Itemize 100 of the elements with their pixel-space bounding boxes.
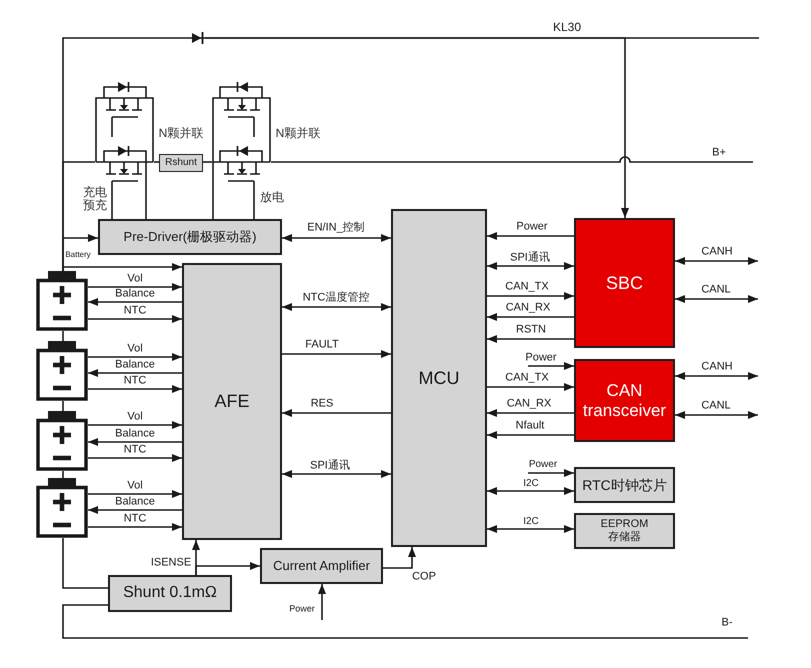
arrow [487, 335, 574, 343]
arrow [487, 487, 574, 495]
edge-label: NTC [124, 306, 146, 316]
arrow [318, 584, 326, 620]
arrow [88, 369, 182, 377]
arrow [675, 257, 758, 265]
edge-label: EN/IN_控制 [307, 222, 365, 234]
component-box: Current Amplifier [260, 548, 383, 584]
wire-line [62, 471, 64, 478]
edge-label: CAN_TX [505, 282, 549, 292]
battery-icon [36, 478, 88, 538]
edge-label: Balance [115, 428, 155, 440]
edge-label: CAN_TX [505, 372, 549, 384]
component-box: Shunt 0.1mΩ [108, 575, 232, 612]
component-box: EEPROM 存储器 [574, 513, 675, 549]
note-text: N颗并联 [158, 127, 204, 139]
arrow [88, 298, 182, 306]
wire-line [62, 538, 108, 589]
edge-label: SPI通讯 [310, 460, 350, 472]
arrow [62, 263, 182, 271]
arrow [675, 295, 758, 303]
arrow [88, 454, 182, 462]
edge-label: CAN_RX [506, 302, 550, 314]
arrow [88, 506, 182, 514]
edge-label: Balance [115, 288, 155, 300]
edge-label: SPI通讯 [510, 252, 550, 264]
edge-label: Power [525, 352, 557, 364]
diode-icon [191, 31, 205, 45]
wire-line [62, 401, 64, 411]
edge-label: B+ [712, 148, 726, 158]
edge-label: CANH [701, 246, 733, 258]
arrow [528, 469, 574, 477]
edge-label: Vol [127, 344, 143, 354]
battery-icon [36, 411, 88, 471]
edge-label: Balance [115, 496, 155, 508]
edge-label: RSTN [516, 324, 546, 336]
arrow [88, 385, 182, 393]
edge-label: KL30 [552, 21, 582, 33]
wire-line [271, 156, 753, 163]
arrow [88, 523, 182, 531]
arrow [383, 547, 416, 569]
arrow [282, 234, 391, 242]
wire-line [62, 37, 191, 271]
edge-label: I2C [523, 517, 539, 527]
arrow [487, 525, 574, 533]
wire-line [145, 186, 147, 219]
arrow [88, 421, 182, 429]
battery-icon [36, 341, 88, 401]
note-text: 放电 [260, 191, 284, 203]
edge-label: Power [289, 604, 315, 614]
wire-line [154, 161, 159, 163]
edge-label: B- [722, 618, 732, 628]
edge-label: CANL [701, 284, 731, 296]
wire-line [205, 37, 759, 39]
edge-label: NTC [124, 444, 146, 456]
arrow [487, 383, 574, 391]
edge-label: COP [412, 572, 436, 582]
mosfet-icon [95, 80, 154, 186]
arrow [282, 409, 391, 417]
arrow [487, 313, 574, 321]
note-text: 充电预充 [82, 186, 108, 212]
edge-label: I2C [523, 479, 539, 489]
resistor-box: Rshunt [159, 154, 203, 172]
arrow [88, 315, 182, 323]
note-text: N颗并联 [276, 127, 320, 139]
arrow [675, 411, 758, 419]
component-box: AFE [182, 263, 282, 540]
arrow [528, 362, 574, 370]
edge-label: Power [528, 460, 558, 470]
edge-label: NTC [124, 514, 146, 524]
wire-line [253, 186, 255, 219]
edge-label: RES [310, 398, 334, 410]
arrow [88, 490, 182, 498]
component-box: MCU [391, 209, 487, 547]
mosfet-icon [212, 80, 271, 186]
edge-label: CAN_RX [506, 398, 552, 410]
edge-label: CANL [701, 400, 731, 412]
arrow [195, 562, 260, 575]
component-box: RTC时钟芯片 [574, 467, 675, 503]
arrow [88, 283, 182, 291]
edge-label: ISENSE [150, 558, 192, 568]
edge-label: Battery [65, 251, 91, 259]
edge-label: Vol [127, 480, 143, 492]
arrow [487, 232, 574, 240]
arrow [675, 372, 758, 380]
arrow [487, 292, 574, 300]
wire-line [62, 331, 64, 341]
arrow [282, 303, 391, 311]
component-box: SBC [574, 218, 675, 348]
battery-icon [36, 271, 88, 331]
edge-label: Vol [127, 274, 143, 284]
edge-label: Vol [127, 412, 143, 422]
wire-line [212, 186, 214, 219]
component-box: Pre-Driver(栅极驱动器) [98, 219, 282, 255]
arrow [88, 438, 182, 446]
arrow [282, 470, 391, 478]
edge-label: FAULT [305, 340, 339, 350]
arrow [88, 353, 182, 361]
wire-line [111, 186, 113, 219]
component-box: CAN transceiver [574, 359, 675, 442]
